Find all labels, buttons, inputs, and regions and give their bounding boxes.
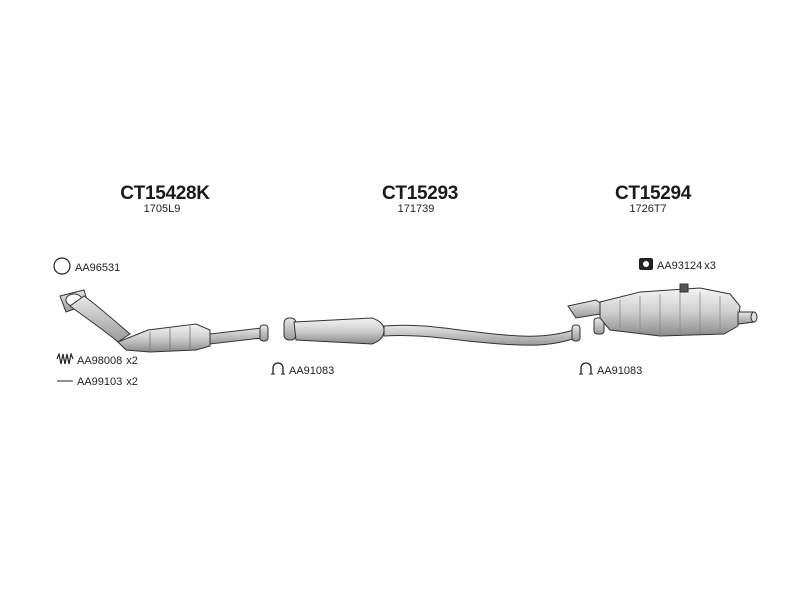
front-part-ref: 1705L9 xyxy=(143,203,181,215)
accessory-qty: x2 xyxy=(126,376,138,388)
accessory-code: AA98008 xyxy=(77,354,123,367)
accessory-ring-gasket: AA96531 xyxy=(52,256,120,279)
accessory-clamp-rear: AA91083 xyxy=(578,362,642,379)
front-pipe-catalyst xyxy=(59,289,269,353)
clamp-icon xyxy=(270,362,286,379)
rear-part-ref: 1726T7 xyxy=(629,203,667,215)
accessory-code: AA91083 xyxy=(289,364,335,377)
accessory-rubber-mount: AA93124 x3 xyxy=(638,257,716,274)
rubber-mount-icon xyxy=(638,257,654,274)
spring-icon xyxy=(56,351,74,368)
middle-part-code: CT15293 xyxy=(381,183,459,204)
accessory-clamp-middle: AA91083 xyxy=(270,362,334,379)
accessory-spring: AA98008 x2 xyxy=(56,351,138,368)
clamp-icon xyxy=(578,362,594,379)
accessory-code: AA91083 xyxy=(597,364,643,377)
middle-silencer-pipe xyxy=(283,317,581,346)
ring-gasket-icon xyxy=(52,256,72,279)
rear-part-code: CT15294 xyxy=(614,183,692,204)
accessory-bolt: AA99103 x2 xyxy=(56,376,138,388)
accessory-code: AA96531 xyxy=(75,261,121,274)
front-part-code: CT15428K xyxy=(120,183,210,204)
rear-silencer xyxy=(567,283,758,337)
accessory-code: AA99103 xyxy=(77,376,123,388)
accessory-qty: x2 xyxy=(126,354,138,367)
bolt-icon xyxy=(56,376,74,388)
middle-part-ref: 171739 xyxy=(397,203,435,215)
accessory-qty: x3 xyxy=(704,259,716,272)
accessory-code: AA93124 xyxy=(657,259,703,272)
